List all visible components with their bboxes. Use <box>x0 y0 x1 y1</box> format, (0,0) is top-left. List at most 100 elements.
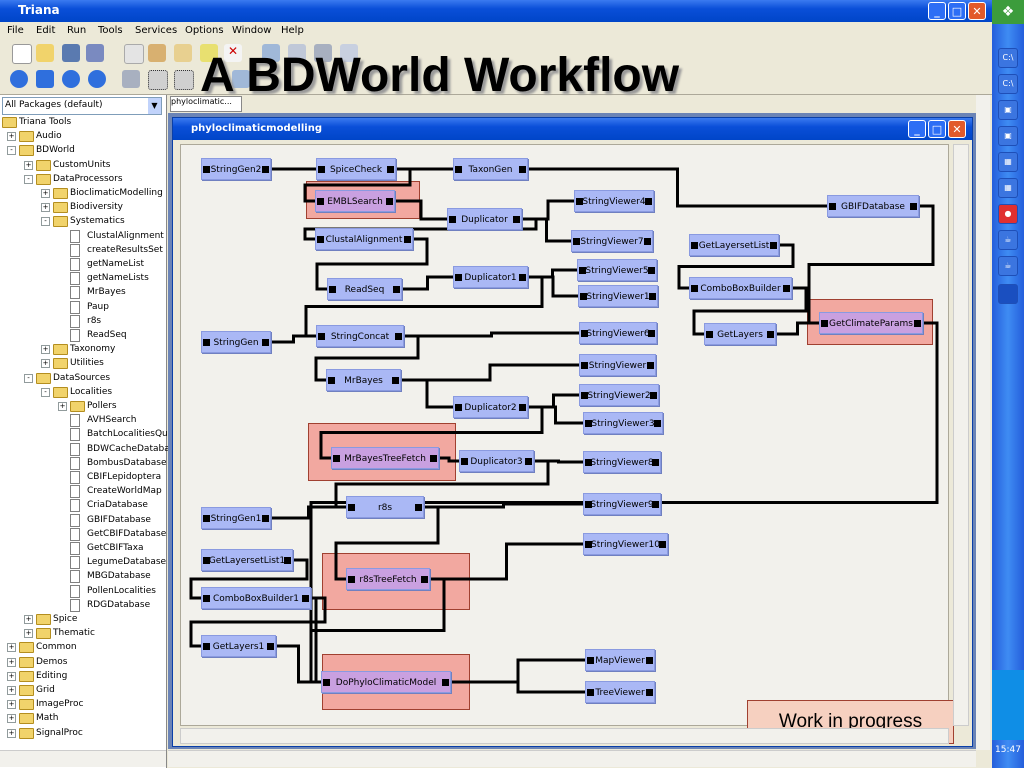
output-port[interactable] <box>387 166 394 173</box>
node-stringviewer3[interactable]: StringViewer3 <box>583 412 663 434</box>
node-getlayers1[interactable]: GetLayers1 <box>201 635 276 657</box>
taskbar-item-app2-icon[interactable]: ▣ <box>998 126 1018 146</box>
menu-tools[interactable]: Tools <box>98 25 123 36</box>
menu-edit[interactable]: Edit <box>36 25 56 36</box>
output-port[interactable] <box>442 679 449 686</box>
taskbar-item-app3-icon[interactable]: ▦ <box>998 152 1018 172</box>
output-port[interactable] <box>767 331 774 338</box>
tree-item-folder[interactable]: Triana Tools <box>0 115 166 129</box>
output-port[interactable] <box>648 267 655 274</box>
output-port[interactable] <box>393 286 400 293</box>
tree-item-folder[interactable]: +Editing <box>0 669 166 683</box>
input-port[interactable] <box>317 198 324 205</box>
tree-item-folder[interactable]: +Grid <box>0 683 166 697</box>
input-port[interactable] <box>333 455 340 462</box>
canvas-horizontal-scrollbar[interactable] <box>180 728 949 744</box>
input-port[interactable] <box>455 166 462 173</box>
node-spicecheck[interactable]: SpiceCheck <box>316 158 396 180</box>
expand-icon[interactable]: + <box>7 657 16 667</box>
print-icon[interactable] <box>288 44 306 62</box>
input-port[interactable] <box>581 362 588 369</box>
expand-icon[interactable]: + <box>58 402 67 411</box>
tree-item-folder[interactable]: +Audio <box>0 129 166 143</box>
tree-item-folder[interactable]: +SignalProc <box>0 726 166 740</box>
output-port[interactable] <box>395 333 402 340</box>
ungroup-icon[interactable] <box>174 70 194 90</box>
tree-item-folder[interactable]: +CustomUnits <box>0 158 166 172</box>
input-port[interactable] <box>455 404 462 411</box>
tree-item-tool[interactable]: MBGDatabase <box>0 569 166 584</box>
tree-item-folder[interactable]: +Pollers <box>0 399 166 413</box>
input-port[interactable] <box>576 198 583 205</box>
tree-item-folder[interactable]: +Thematic <box>0 626 166 640</box>
output-port[interactable] <box>647 362 654 369</box>
tree-item-tool[interactable]: GetCBIFTaxa <box>0 541 166 555</box>
delete-icon[interactable]: ✕ <box>224 44 242 62</box>
collapse-icon[interactable]: - <box>41 387 50 397</box>
input-port[interactable] <box>829 203 836 210</box>
taskbar-item-app-icon[interactable]: ▣ <box>998 100 1018 120</box>
input-port[interactable] <box>581 392 588 399</box>
output-port[interactable] <box>646 689 653 696</box>
input-port[interactable] <box>573 238 580 245</box>
node-mapviewer[interactable]: MapViewer <box>585 649 655 671</box>
node-stringgen1[interactable]: StringGen1 <box>201 507 271 529</box>
input-port[interactable] <box>318 166 325 173</box>
node-duplicator3[interactable]: Duplicator3 <box>459 450 534 472</box>
tree-item-folder[interactable]: +Taxonomy <box>0 342 166 356</box>
output-port[interactable] <box>652 501 659 508</box>
output-port[interactable] <box>519 274 526 281</box>
output-port[interactable] <box>404 236 411 243</box>
node-dophyloclimaticmodel[interactable]: DoPhyloClimaticModel <box>321 671 451 693</box>
input-port[interactable] <box>203 166 210 173</box>
output-port[interactable] <box>262 515 269 522</box>
input-port[interactable] <box>449 216 456 223</box>
expand-icon[interactable]: + <box>41 203 50 213</box>
output-port[interactable] <box>770 242 777 249</box>
tree-item-tool[interactable]: CriaDatabase <box>0 498 166 513</box>
tree-item-folder[interactable]: +Spice <box>0 612 166 626</box>
menu-help[interactable]: Help <box>281 25 304 36</box>
close-button[interactable]: ✕ <box>968 2 986 20</box>
step-icon[interactable] <box>36 70 54 88</box>
search-icon[interactable] <box>262 44 280 62</box>
select-icon[interactable] <box>200 44 218 62</box>
tree-item-tool[interactable]: RDGDatabase <box>0 598 166 612</box>
workflow-close-button[interactable]: ✕ <box>948 120 966 138</box>
node-stringviewer7[interactable]: StringViewer7 <box>571 230 653 252</box>
node-taxongen[interactable]: TaxonGen <box>453 158 528 180</box>
collapse-icon[interactable]: - <box>24 174 33 184</box>
output-port[interactable] <box>783 285 790 292</box>
save-as-icon[interactable] <box>86 44 104 62</box>
output-port[interactable] <box>648 330 655 337</box>
output-port[interactable] <box>519 404 526 411</box>
expand-icon[interactable]: + <box>7 714 16 724</box>
node-stringviewer2[interactable]: StringViewer2 <box>579 384 659 406</box>
output-port[interactable] <box>284 557 291 564</box>
menu-window[interactable]: Window <box>232 25 272 36</box>
tree-item-folder[interactable]: -Localities <box>0 385 166 399</box>
expand-icon[interactable]: + <box>41 189 50 198</box>
taskbar-item-app4-icon[interactable]: ▦ <box>998 178 1018 198</box>
tree-horizontal-scrollbar[interactable] <box>0 750 166 767</box>
tree-item-tool[interactable]: getNameList <box>0 257 166 271</box>
node-getlayers[interactable]: GetLayers <box>704 323 776 345</box>
tree-item-folder[interactable]: +Math <box>0 711 166 725</box>
maximize-button[interactable]: □ <box>948 2 966 20</box>
node-comboboxbuilder[interactable]: ComboBoxBuilder <box>689 277 792 299</box>
input-port[interactable] <box>203 557 210 564</box>
tree-item-folder[interactable]: +ImageProc <box>0 697 166 711</box>
input-port[interactable] <box>579 267 586 274</box>
input-port[interactable] <box>580 293 587 300</box>
taskbar-item-app6-icon[interactable]: ☕ <box>998 230 1018 250</box>
tree-item-tool[interactable]: BatchLocalitiesQuery <box>0 427 182 442</box>
input-port[interactable] <box>821 320 828 327</box>
node-stringviewer9[interactable]: StringViewer9 <box>583 493 661 515</box>
taskbar-item-app7-icon[interactable]: ☕ <box>998 256 1018 276</box>
output-port[interactable] <box>910 203 917 210</box>
group-icon[interactable] <box>148 70 168 90</box>
node-duplicator2[interactable]: Duplicator2 <box>453 396 528 418</box>
open-folder-icon[interactable] <box>36 44 54 62</box>
output-port[interactable] <box>386 198 393 205</box>
